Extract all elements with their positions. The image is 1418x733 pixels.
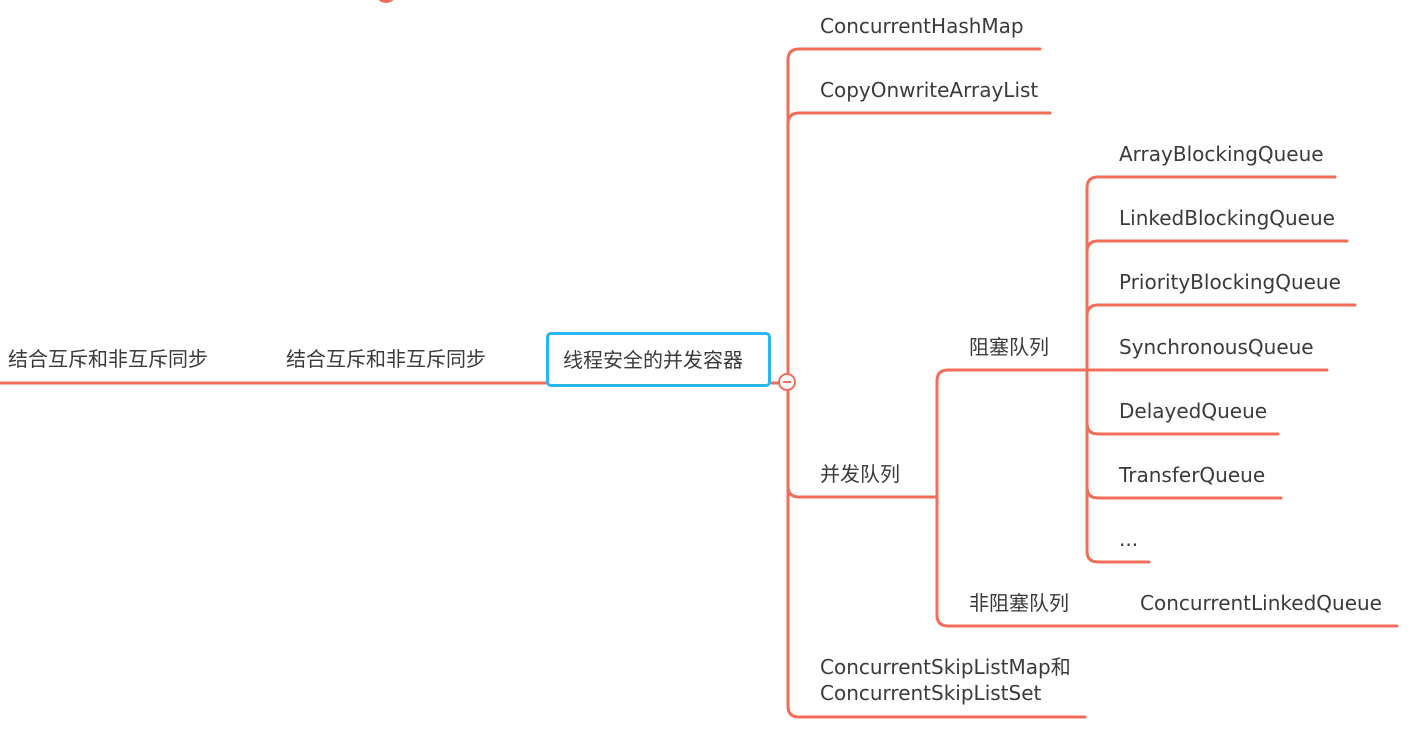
node-ellipsis[interactable]: ... — [1119, 527, 1139, 551]
edge-ellipsis — [1085, 368, 1151, 564]
node-left-inner[interactable]: 结合互斥和非互斥同步 — [286, 347, 486, 371]
root-topic[interactable]: 线程安全的并发容器 — [546, 332, 771, 387]
node-linked-blocking[interactable]: LinkedBlockingQueue — [1119, 206, 1335, 230]
edge-concurrent-hashmap — [786, 47, 1042, 385]
node-non-blocking-queue[interactable]: 非阻塞队列 — [969, 591, 1069, 615]
edge-blocking-queue — [935, 368, 1089, 499]
node-left-outer[interactable]: 结合互斥和非互斥同步 — [8, 347, 208, 371]
edge-copy-on-write — [786, 111, 1052, 385]
edge-non-blocking-queue — [935, 495, 1399, 628]
root-topic-label: 线程安全的并发容器 — [563, 348, 743, 372]
node-synchronous[interactable]: SynchronousQueue — [1119, 335, 1314, 359]
edge-skiplist — [786, 381, 1087, 719]
node-skiplist-line2: ConcurrentSkipListSet — [820, 681, 1042, 705]
edge-linked-blocking — [1085, 239, 1349, 372]
node-priority-blocking[interactable]: PriorityBlockingQueue — [1119, 270, 1341, 294]
node-transfer[interactable]: TransferQueue — [1119, 463, 1266, 487]
node-array-blocking[interactable]: ArrayBlockingQueue — [1119, 142, 1324, 166]
node-concurrent-hashmap[interactable]: ConcurrentHashMap — [820, 14, 1024, 38]
node-skiplist-line1: ConcurrentSkipListMap和 — [820, 655, 1071, 679]
node-delayed[interactable]: DelayedQueue — [1119, 399, 1268, 423]
edge-priority-blocking — [1085, 303, 1357, 372]
node-blocking-queue[interactable]: 阻塞队列 — [969, 335, 1049, 359]
collapse-minus-icon[interactable] — [778, 373, 796, 391]
node-skiplist[interactable]: ConcurrentSkipListMap和 ConcurrentSkipLis… — [820, 654, 1071, 706]
node-concurrent-queue[interactable]: 并发队列 — [820, 462, 900, 486]
edge-array-blocking — [1085, 175, 1337, 372]
node-concurrent-linked[interactable]: ConcurrentLinkedQueue — [1140, 591, 1382, 615]
node-copy-on-write[interactable]: CopyOnwriteArrayList — [820, 78, 1039, 102]
